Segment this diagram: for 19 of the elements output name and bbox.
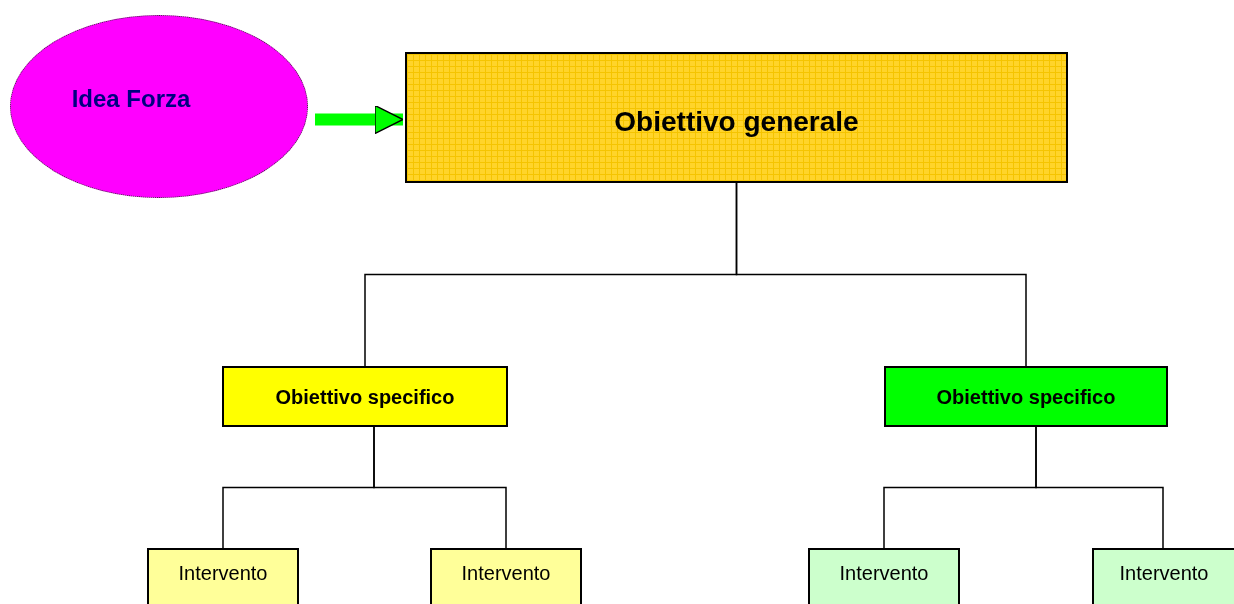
node-label: Intervento <box>178 561 268 586</box>
node-label: Obiettivo specifico <box>275 384 455 410</box>
intervention-box <box>430 548 582 604</box>
node-label: Obiettivo generale <box>614 104 859 139</box>
intervention-box <box>147 548 299 604</box>
connector-line <box>373 426 507 549</box>
specific-objective-box <box>884 366 1168 427</box>
node-label: Idea Forza <box>71 83 191 114</box>
intervention-box <box>1092 548 1234 604</box>
node-label: Obiettivo specifico <box>936 384 1116 410</box>
intervention-box <box>808 548 960 604</box>
specific-objective-box <box>222 366 508 427</box>
connector-line <box>735 182 1027 367</box>
block-arrow <box>315 104 404 135</box>
node-label: Intervento <box>461 561 551 586</box>
node-label: Intervento <box>839 561 929 586</box>
node-label: Intervento <box>1119 561 1209 586</box>
connector-line <box>1035 426 1164 549</box>
general-objective-box <box>405 52 1068 183</box>
